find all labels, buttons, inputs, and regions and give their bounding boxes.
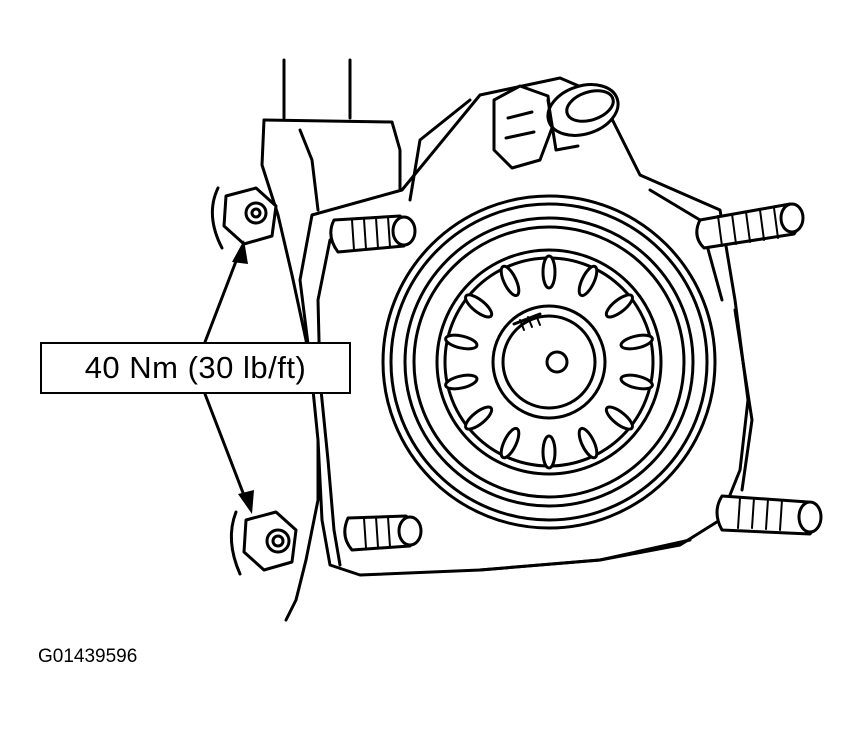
impeller-slot	[577, 426, 599, 460]
impeller-slot	[444, 333, 479, 351]
stud-lower-right	[715, 494, 823, 536]
mounting-nut-upper	[210, 186, 278, 250]
impeller-slot	[541, 254, 557, 290]
impeller-slot	[444, 373, 479, 391]
impeller-slot	[604, 293, 634, 319]
impeller-slot	[499, 264, 521, 298]
impeller-slot	[619, 333, 654, 351]
mounting-nut-lower	[229, 510, 298, 576]
impeller-slot	[464, 293, 494, 319]
impeller-slot	[541, 434, 557, 470]
torque-callout: 40 Nm (30 lb/ft)	[40, 342, 351, 394]
impeller-slot	[619, 373, 654, 391]
stud-upper-left	[329, 214, 417, 254]
impeller-slot	[499, 426, 521, 460]
torque-label: 40 Nm (30 lb/ft)	[84, 350, 307, 385]
figure-id: G01439596	[38, 646, 138, 667]
stud-lower-left	[343, 514, 423, 552]
stud-upper-right	[695, 202, 805, 250]
impeller-slot	[604, 405, 634, 431]
impeller-slot	[577, 264, 599, 298]
impeller-slots	[444, 254, 654, 470]
torque-arrows	[203, 240, 254, 514]
sensor-fitting	[492, 83, 620, 170]
pump-hub	[491, 304, 607, 420]
impeller-slot	[464, 405, 494, 431]
